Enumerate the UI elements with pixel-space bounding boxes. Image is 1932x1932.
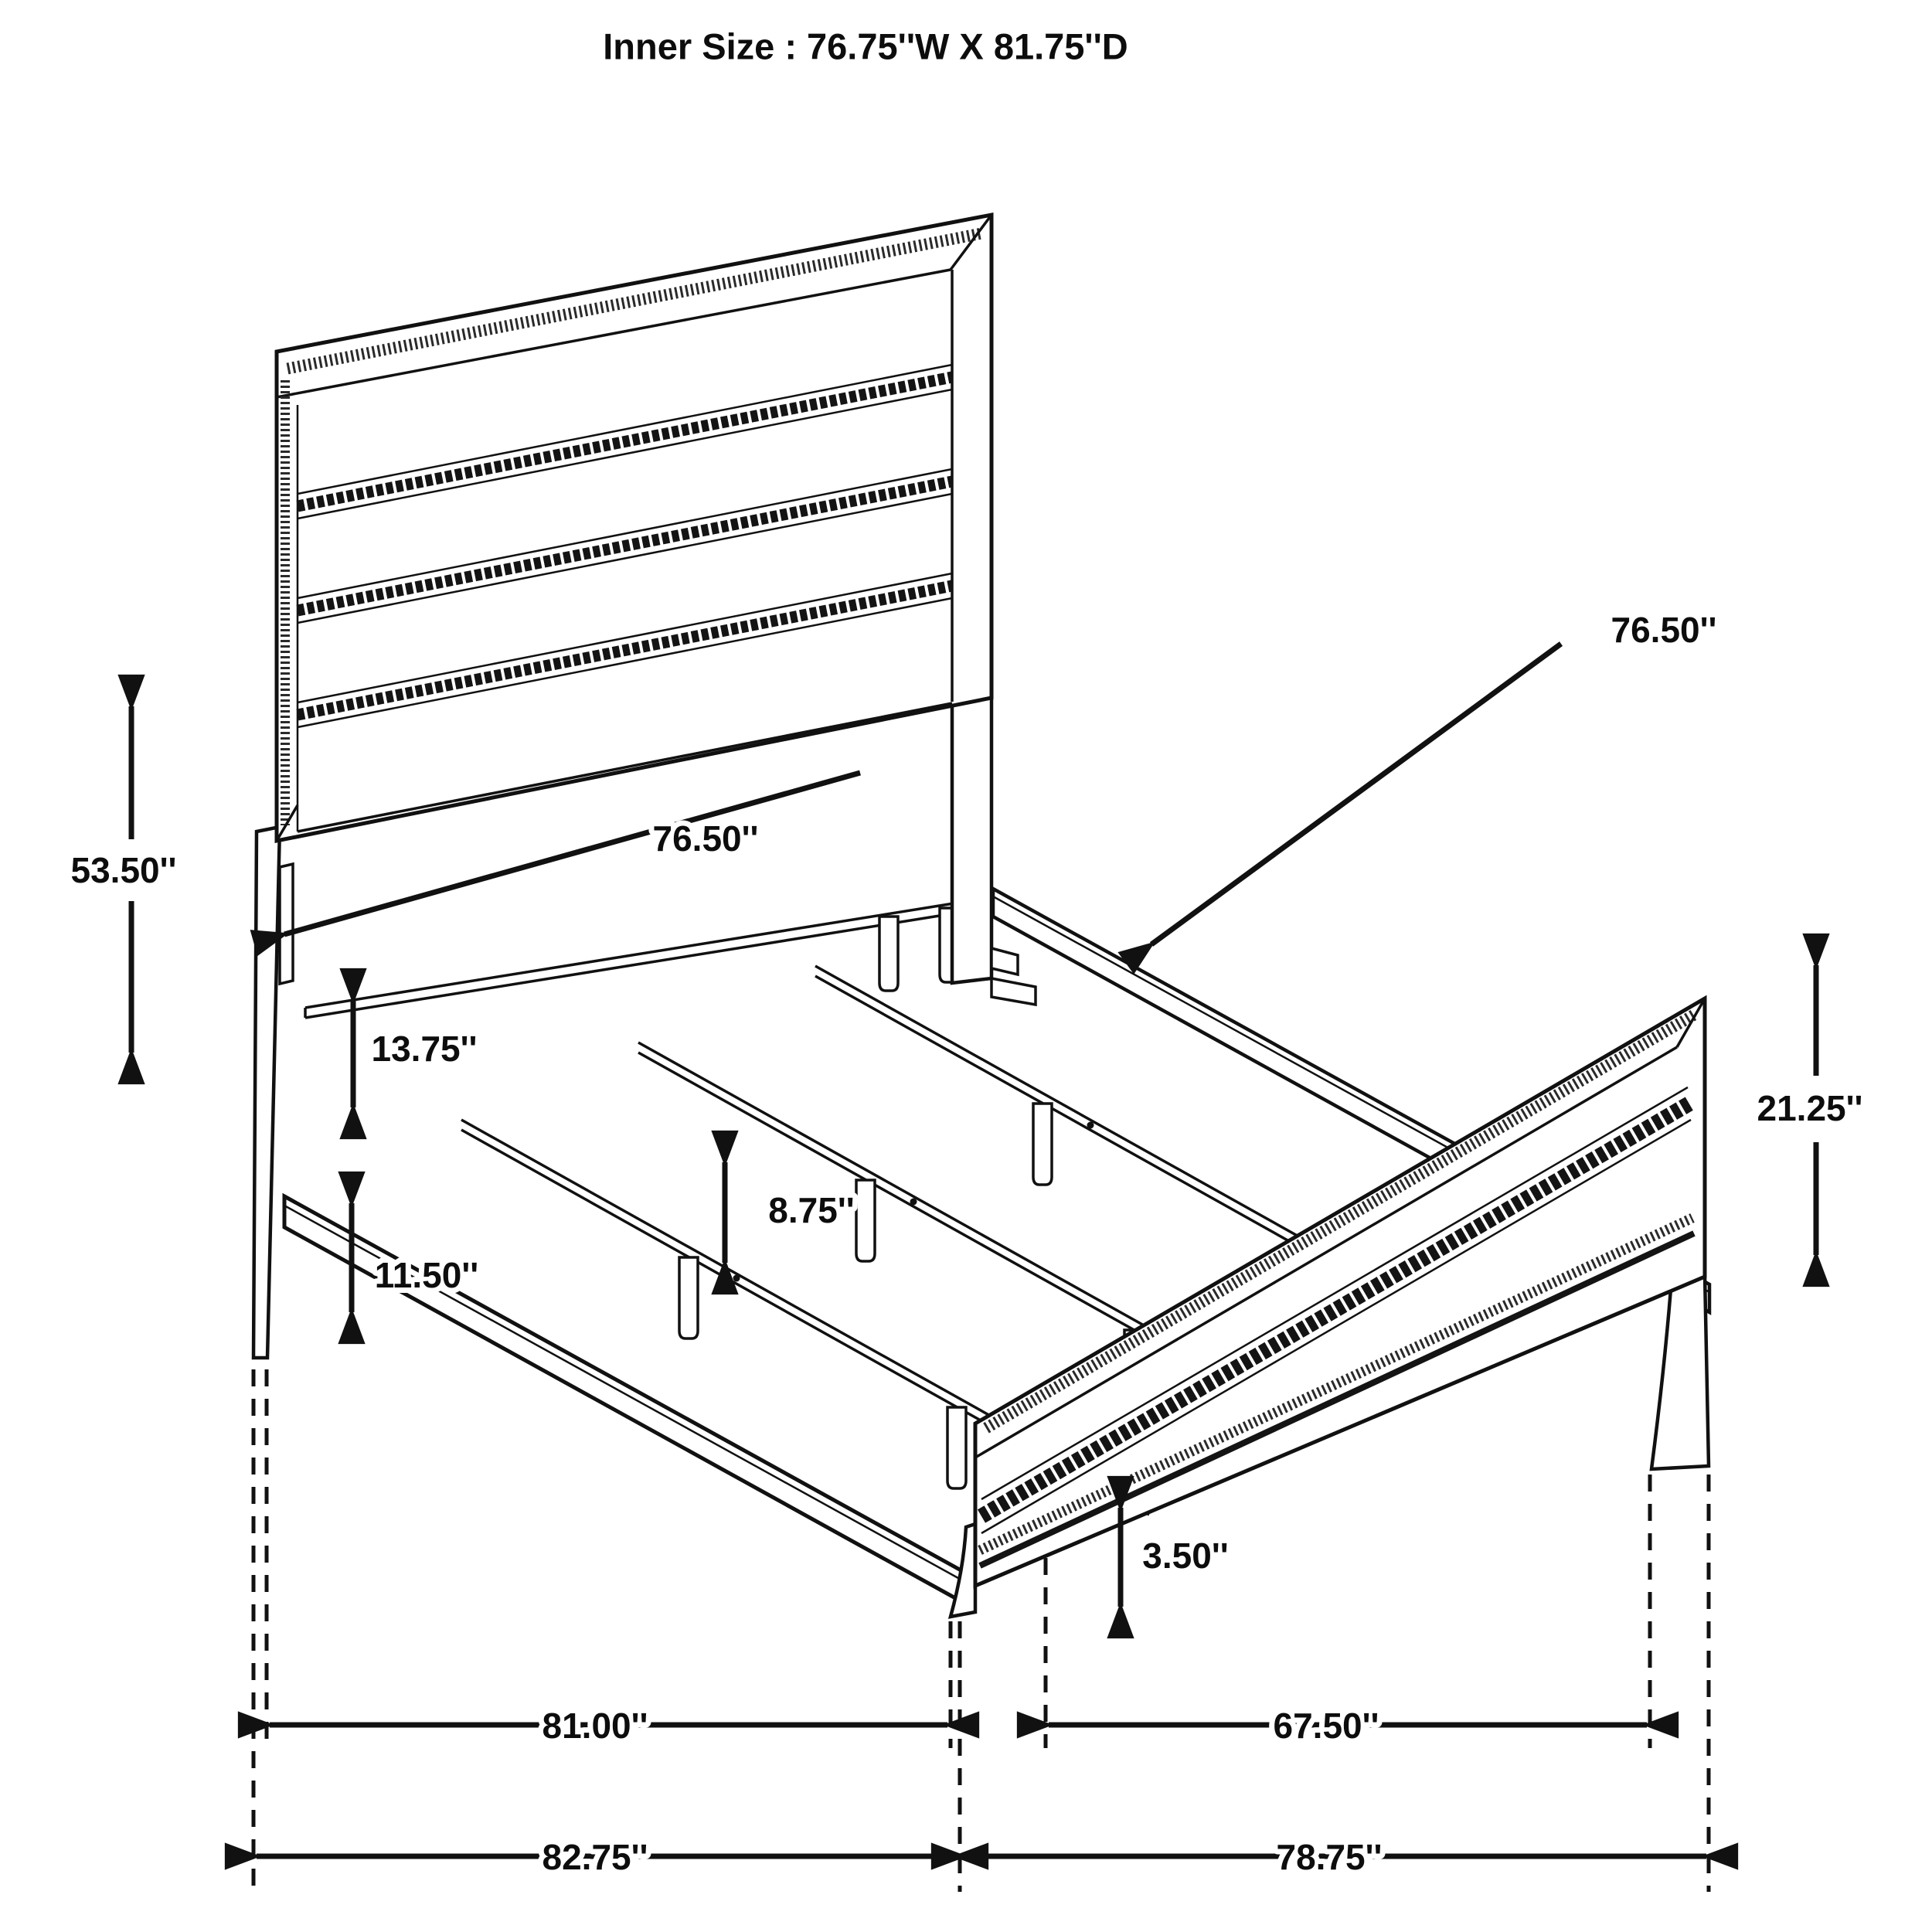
bolt-dot bbox=[733, 1274, 740, 1282]
dim-label-outer-depth: 78.75'' bbox=[1277, 1837, 1383, 1877]
dim-label-foot-height: 3.50'' bbox=[1142, 1536, 1228, 1576]
headboard-left-leg bbox=[251, 825, 282, 1360]
dim-label-rail-bottom-height: 11.50'' bbox=[375, 1255, 478, 1295]
dim-label-support-height: 8.75'' bbox=[768, 1190, 854, 1230]
dim-label-rail-top-height: 13.75'' bbox=[372, 1029, 478, 1069]
rail-bracket bbox=[990, 976, 1037, 1007]
support-leg bbox=[946, 1406, 968, 1490]
support-leg bbox=[678, 1256, 699, 1340]
dim-label-outer-width: 82.75'' bbox=[543, 1837, 648, 1877]
dim-label-footboard-height: 21.25'' bbox=[1757, 1088, 1863, 1128]
footboard-right-foot bbox=[1649, 1272, 1711, 1471]
bolt-dot bbox=[910, 1198, 917, 1206]
dim-label-headboard-width: 76.50'' bbox=[653, 818, 759, 859]
diagram-title: Inner Size : 76.75''W X 81.75''D bbox=[603, 26, 1128, 67]
dimension-lines bbox=[117, 641, 1830, 1870]
dim-label-headboard-height: 53.50'' bbox=[71, 850, 177, 890]
support-leg bbox=[878, 915, 900, 992]
footboard-panel bbox=[973, 995, 1707, 1589]
headboard bbox=[251, 212, 1037, 1360]
support-leg bbox=[1032, 1102, 1053, 1186]
bolt-dot bbox=[1087, 1121, 1094, 1129]
footboard-left-foot bbox=[947, 1521, 978, 1619]
dim-label-inner-length: 81.00'' bbox=[543, 1706, 648, 1746]
dim-label-center-rail-width: 76.50'' bbox=[1611, 610, 1717, 650]
extension-lines bbox=[251, 1369, 1711, 1892]
headboard-right-post bbox=[950, 694, 994, 985]
support-leg bbox=[855, 1179, 876, 1263]
dim-label-footboard-inner-width: 67.50'' bbox=[1274, 1706, 1379, 1746]
rail-bracket bbox=[990, 946, 1019, 977]
headboard-leg-cleat bbox=[278, 862, 294, 986]
footboard bbox=[947, 995, 1711, 1619]
headboard-slat-gaps bbox=[296, 363, 954, 729]
